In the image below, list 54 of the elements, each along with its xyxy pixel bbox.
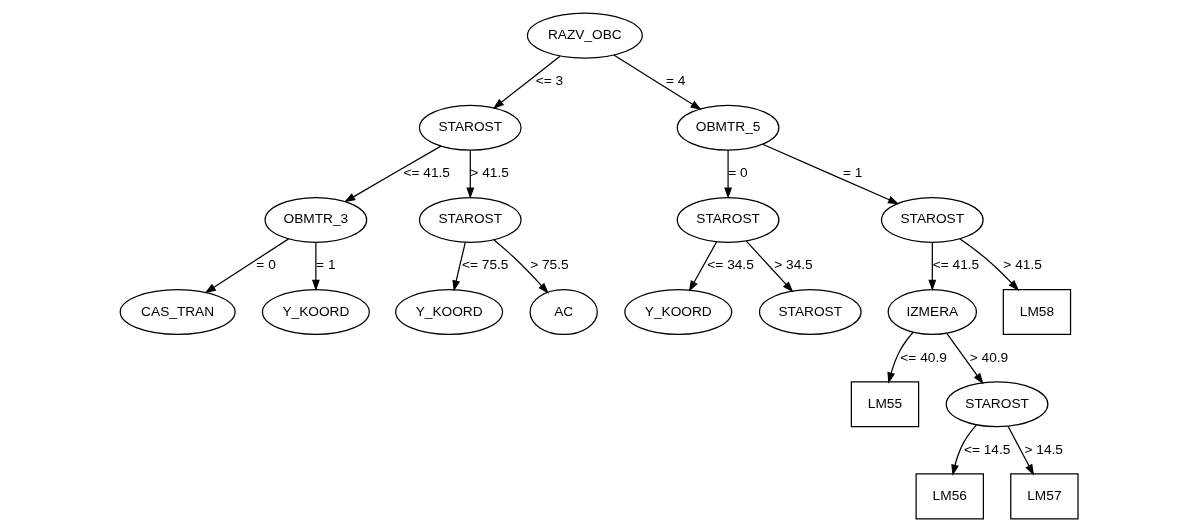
arrow (493, 239, 549, 294)
edge-label: > 14.5 (1024, 441, 1063, 457)
node-ellipse: AC (529, 289, 598, 336)
node-ellipse: STAROST (758, 289, 862, 336)
arrow (762, 143, 900, 205)
edge-label: <= 75.5 (462, 257, 509, 273)
edge-label: > 41.5 (1003, 257, 1042, 273)
arrow (688, 241, 718, 292)
edge-label: = 0 (728, 165, 748, 181)
arrow (492, 55, 561, 109)
node-ellipse: STAROST (418, 196, 522, 243)
edge-label: > 34.5 (774, 257, 813, 273)
node-ellipse: Y_KOORD (395, 289, 504, 336)
arrow (1007, 425, 1035, 476)
edge-label: = 4 (666, 73, 686, 89)
node-box: LM57 (1010, 473, 1079, 520)
edge-label: <= 40.9 (900, 349, 947, 365)
edge-label: > 41.5 (470, 165, 509, 181)
arrow (928, 241, 937, 291)
node-ellipse: RAZV_OBC (526, 12, 643, 59)
edge-label: <= 41.5 (932, 257, 980, 273)
arrow (959, 238, 1020, 291)
node-ellipse: OBMTR_5 (676, 104, 780, 151)
arrow (951, 424, 977, 476)
edge-label: <= 3 (535, 73, 564, 89)
node-ellipse: IZMERA (887, 289, 978, 336)
arrow (204, 238, 290, 294)
node-ellipse: Y_KOORD (624, 289, 733, 336)
node-ellipse: STAROST (676, 196, 780, 243)
node-ellipse: CAS_TRAN (119, 289, 236, 336)
arrow (613, 54, 702, 110)
edge-label: = 1 (316, 257, 336, 273)
edge-label: > 75.5 (530, 257, 569, 273)
arrow (745, 240, 794, 293)
arrow (724, 149, 732, 199)
arrow (466, 149, 475, 199)
node-ellipse: OBMTR_3 (264, 196, 368, 243)
edge-label: <= 41.5 (403, 165, 450, 181)
edge-label: > 40.9 (969, 349, 1009, 365)
arrow (452, 241, 466, 292)
arrow (311, 241, 320, 291)
edge-label: <= 14.5 (963, 441, 1011, 457)
node-ellipse: Y_KOORD (261, 289, 370, 336)
node-ellipse: STAROST (418, 104, 522, 151)
arrow (344, 145, 442, 203)
arrow (946, 333, 984, 385)
edge-label: = 1 (842, 165, 863, 181)
node-box: LM56 (915, 473, 984, 520)
node-box: LM55 (850, 381, 920, 428)
node-ellipse: STAROST (945, 381, 1049, 428)
node-box: LM58 (1002, 289, 1072, 336)
edge-label: <= 34.5 (707, 257, 754, 273)
arrow (887, 331, 914, 384)
edge-label: = 0 (256, 257, 276, 273)
